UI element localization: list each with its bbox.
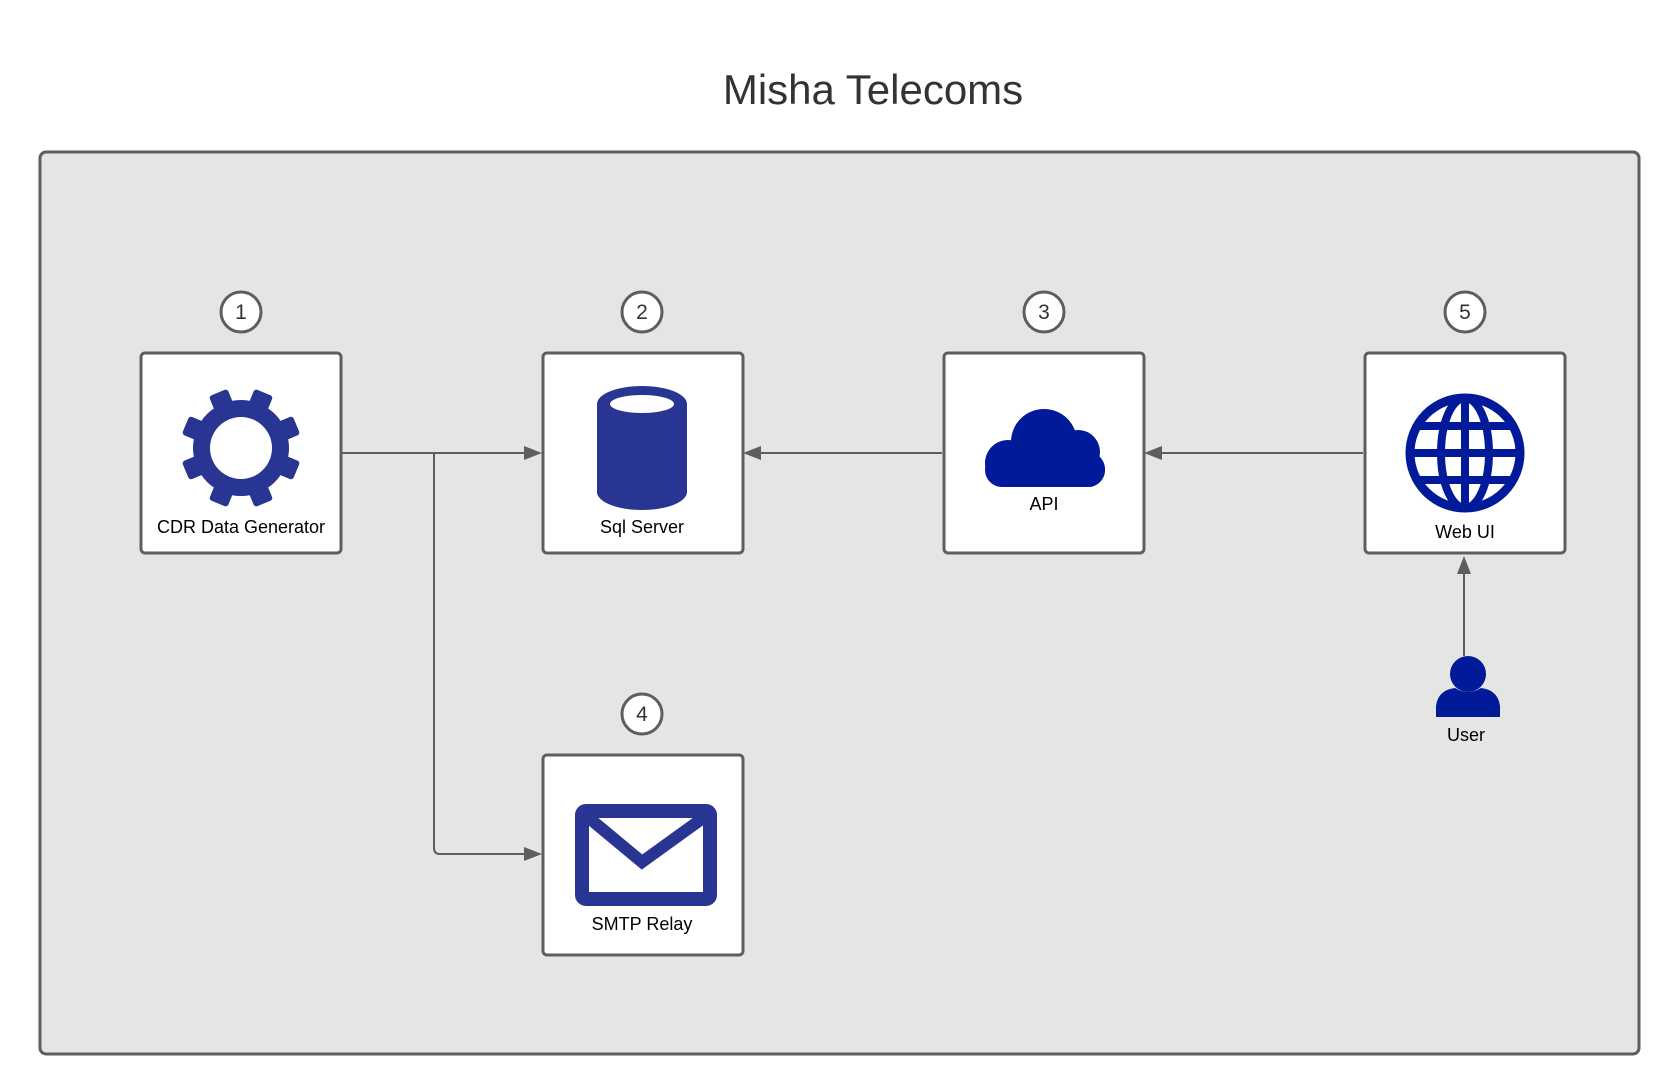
- step-badge-4: [620, 692, 664, 736]
- step-number-1: 1: [235, 301, 247, 324]
- step-badge-5: [1443, 290, 1487, 334]
- node-label-api: API: [1029, 494, 1058, 514]
- diagram-title: Misha Telecoms: [723, 66, 1023, 113]
- actor-label-user: User: [1447, 725, 1485, 745]
- node-label-sql: Sql Server: [600, 517, 684, 537]
- step-badge-2: [620, 290, 664, 334]
- edge-cdr-to-smtp: [433, 453, 524, 855]
- arrowhead-sql-left: [524, 446, 542, 460]
- system-container: [38, 150, 1641, 1056]
- node-label-smtp: SMTP Relay: [592, 914, 693, 934]
- node-api[interactable]: 3 API: [942, 290, 1146, 555]
- envelope-icon: [575, 804, 717, 906]
- node-label-cdr: CDR Data Generator: [157, 517, 325, 537]
- database-icon: [597, 386, 687, 510]
- arrowhead-smtp: [524, 847, 542, 861]
- actor-user[interactable]: User: [1436, 656, 1500, 745]
- cloud-icon: [985, 409, 1105, 487]
- globe-icon: [1405, 393, 1525, 513]
- node-sql-server[interactable]: 2 Sql Server: [541, 290, 745, 555]
- step-badge-3: [1022, 290, 1066, 334]
- arrowhead-sql-right: [743, 446, 761, 460]
- step-number-2: 2: [636, 301, 648, 324]
- step-badge-1: [219, 290, 263, 334]
- gear-icon: [182, 389, 300, 507]
- node-label-web: Web UI: [1435, 522, 1495, 542]
- node-cdr-data-generator[interactable]: 1 CDR Data Generator: [139, 290, 343, 555]
- step-number-3: 3: [1038, 301, 1050, 324]
- arrowhead-api: [1144, 446, 1162, 460]
- step-number-5: 5: [1459, 301, 1471, 324]
- step-number-4: 4: [636, 703, 648, 726]
- user-icon: [1436, 656, 1500, 717]
- edges: [341, 446, 1471, 861]
- node-smtp-relay[interactable]: 4 SMTP Relay: [541, 692, 745, 957]
- arrowhead-web: [1457, 556, 1471, 574]
- node-web-ui[interactable]: 5 Web UI: [1363, 290, 1567, 555]
